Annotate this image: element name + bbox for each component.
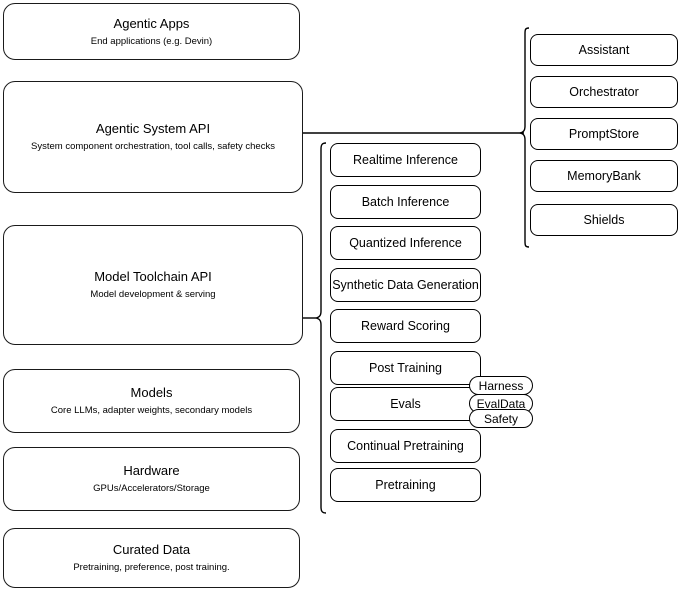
layer-subtitle: Model development & serving <box>90 289 216 300</box>
node-memorybank[interactable]: MemoryBank <box>530 160 678 192</box>
node-continual-pretraining[interactable]: Continual Pretraining <box>330 428 481 463</box>
layer-title: Model Toolchain API <box>94 269 212 284</box>
node-label: Pretraining <box>375 478 436 492</box>
layer-box-models[interactable]: Models Core LLMs, adapter weights, secon… <box>3 369 300 433</box>
layer-box-hardware[interactable]: Hardware GPUs/Accelerators/Storage <box>3 447 300 511</box>
node-label: MemoryBank <box>567 169 641 183</box>
node-label: Synthetic Data Generation <box>332 277 479 292</box>
node-reward-scoring[interactable]: Reward Scoring <box>330 309 481 343</box>
brace-system-nodes <box>519 27 530 248</box>
node-orchestrator[interactable]: Orchestrator <box>530 76 678 108</box>
layer-box-agentic-system-api[interactable]: Agentic System API System component orch… <box>3 81 303 193</box>
node-label: Orchestrator <box>569 85 639 99</box>
layer-title: Agentic System API <box>95 121 211 136</box>
pill-label: Harness <box>478 378 524 393</box>
node-label: Realtime Inference <box>353 153 458 167</box>
pill-label: Safety <box>483 411 519 426</box>
node-post-training[interactable]: Post Training <box>330 350 481 385</box>
node-synthetic-data-generation[interactable]: Synthetic Data Generation <box>330 267 481 302</box>
node-evals[interactable]: Evals <box>330 387 481 421</box>
layer-subtitle: Core LLMs, adapter weights, secondary mo… <box>50 405 253 416</box>
node-label: Evals <box>390 397 421 411</box>
layer-box-agentic-apps[interactable]: Agentic Apps End applications (e.g. Devi… <box>3 3 300 60</box>
node-label: Continual Pretraining <box>347 438 464 453</box>
layer-box-curated-data[interactable]: Curated Data Pretraining, preference, po… <box>3 528 300 588</box>
node-label: Post Training <box>369 360 442 375</box>
node-batch-inference[interactable]: Batch Inference <box>330 184 481 219</box>
layer-title: Models <box>130 385 173 400</box>
node-assistant[interactable]: Assistant <box>530 34 678 66</box>
layer-subtitle: Pretraining, preference, post training. <box>73 562 230 573</box>
brace-toolchain-nodes <box>315 142 327 514</box>
layer-title: Agentic Apps <box>113 15 190 31</box>
node-label: Batch Inference <box>361 194 450 209</box>
pill-label: EvalData <box>476 396 526 411</box>
node-label: PromptStore <box>568 127 640 141</box>
node-pretraining[interactable]: Pretraining <box>330 468 481 502</box>
layer-subtitle: System component orchestration, tool cal… <box>31 141 275 152</box>
node-label: Reward Scoring <box>361 319 450 333</box>
node-realtime-inference[interactable]: Realtime Inference <box>330 143 481 177</box>
pill-safety[interactable]: Safety <box>469 409 533 428</box>
layer-box-model-toolchain-api[interactable]: Model Toolchain API Model development & … <box>3 225 303 345</box>
node-promptstore[interactable]: PromptStore <box>530 118 678 150</box>
node-shields[interactable]: Shields <box>530 204 678 236</box>
pill-harness[interactable]: Harness <box>469 376 533 395</box>
layer-subtitle: End applications (e.g. Devin) <box>90 35 213 47</box>
layer-title: Hardware <box>123 463 180 478</box>
layer-title: Curated Data <box>112 542 191 557</box>
node-label: Quantized Inference <box>349 236 462 250</box>
node-label: Shields <box>583 213 625 227</box>
layer-subtitle: GPUs/Accelerators/Storage <box>93 483 210 494</box>
node-label: Assistant <box>578 43 630 57</box>
node-quantized-inference[interactable]: Quantized Inference <box>330 226 481 260</box>
